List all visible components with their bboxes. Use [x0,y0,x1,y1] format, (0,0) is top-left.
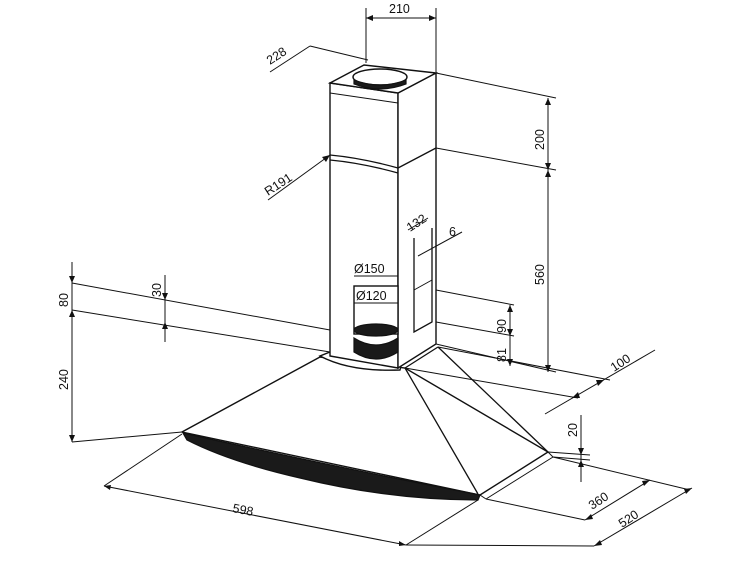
extension-line [435,321,515,337]
arrow [69,276,75,283]
extension-line [405,499,479,546]
arrow [684,488,692,494]
arrow [507,305,513,312]
dimension-line-132 [407,217,429,231]
arrow [545,170,551,177]
arrow [162,322,168,329]
extension-line [435,72,557,99]
motor-outlet [353,336,399,360]
extension-line [547,451,591,456]
dim-520: 520 [616,507,641,530]
dim-100: 100 [608,351,633,374]
extension-line [404,367,579,399]
leader-r191 [267,154,331,201]
dim-560: 560 [533,264,547,285]
arrow [572,392,580,398]
extension-line [309,45,369,61]
dimension-line-360 [584,479,651,521]
arrow [69,435,75,442]
chimney-joint [329,154,399,169]
dimension-line-598 [103,485,407,546]
extension-line [71,431,183,443]
extension-line [435,147,557,171]
arrow [104,485,111,490]
bracket [413,228,433,334]
arrow [642,480,650,486]
dim-r191: R191 [262,170,295,198]
dim-598: 598 [231,501,254,519]
canopy-edge [404,367,479,495]
extension-line [435,289,515,306]
arrow [69,310,75,317]
dim-80: 80 [57,293,71,307]
dimension-line-520 [593,487,693,547]
extension-line [103,433,183,487]
dim-90: 90 [495,319,509,333]
arrow [545,163,551,170]
dimension-line-228 [269,45,311,73]
dim-30: 30 [150,283,164,297]
dim-228: 228 [264,44,289,67]
bracket-slot [413,279,433,291]
dimension-line-6 [417,231,463,257]
dim-200: 200 [533,129,547,150]
extension-line [485,498,586,521]
dim-d120: Ø120 [356,289,387,303]
arrow [429,15,436,21]
arrow [322,155,330,162]
canopy-rim-line [485,456,554,500]
canopy-back-edge [437,346,549,453]
arrow [585,514,593,520]
canopy-rim-line [547,451,554,458]
extension-line [405,544,595,547]
dim-360: 360 [586,489,611,512]
extension-line [71,282,331,331]
outlet-grill [353,79,407,90]
canopy-top-edge [404,346,439,369]
arrow [507,329,513,336]
arrow [594,540,602,546]
arrow [366,15,373,21]
dim-20: 20 [566,423,580,437]
chimney-joint [329,159,399,174]
flange-opening [353,323,399,337]
arrow [596,380,604,386]
dim-210: 210 [389,2,410,16]
extension-line [437,346,611,381]
canopy-underside [181,432,481,501]
extension-line [552,456,591,461]
chimney-joint-side [397,147,437,169]
arrow [162,293,168,300]
arrow [399,541,406,546]
dim-6: 6 [449,225,456,239]
chimney-front-line [329,92,399,104]
arrow [578,448,584,455]
arrow [545,98,551,105]
dim-d150: Ø150 [354,262,385,276]
extension-line [71,309,331,353]
dim-240: 240 [57,369,71,390]
canopy-rim-line [479,494,487,500]
extension-line [552,456,691,491]
